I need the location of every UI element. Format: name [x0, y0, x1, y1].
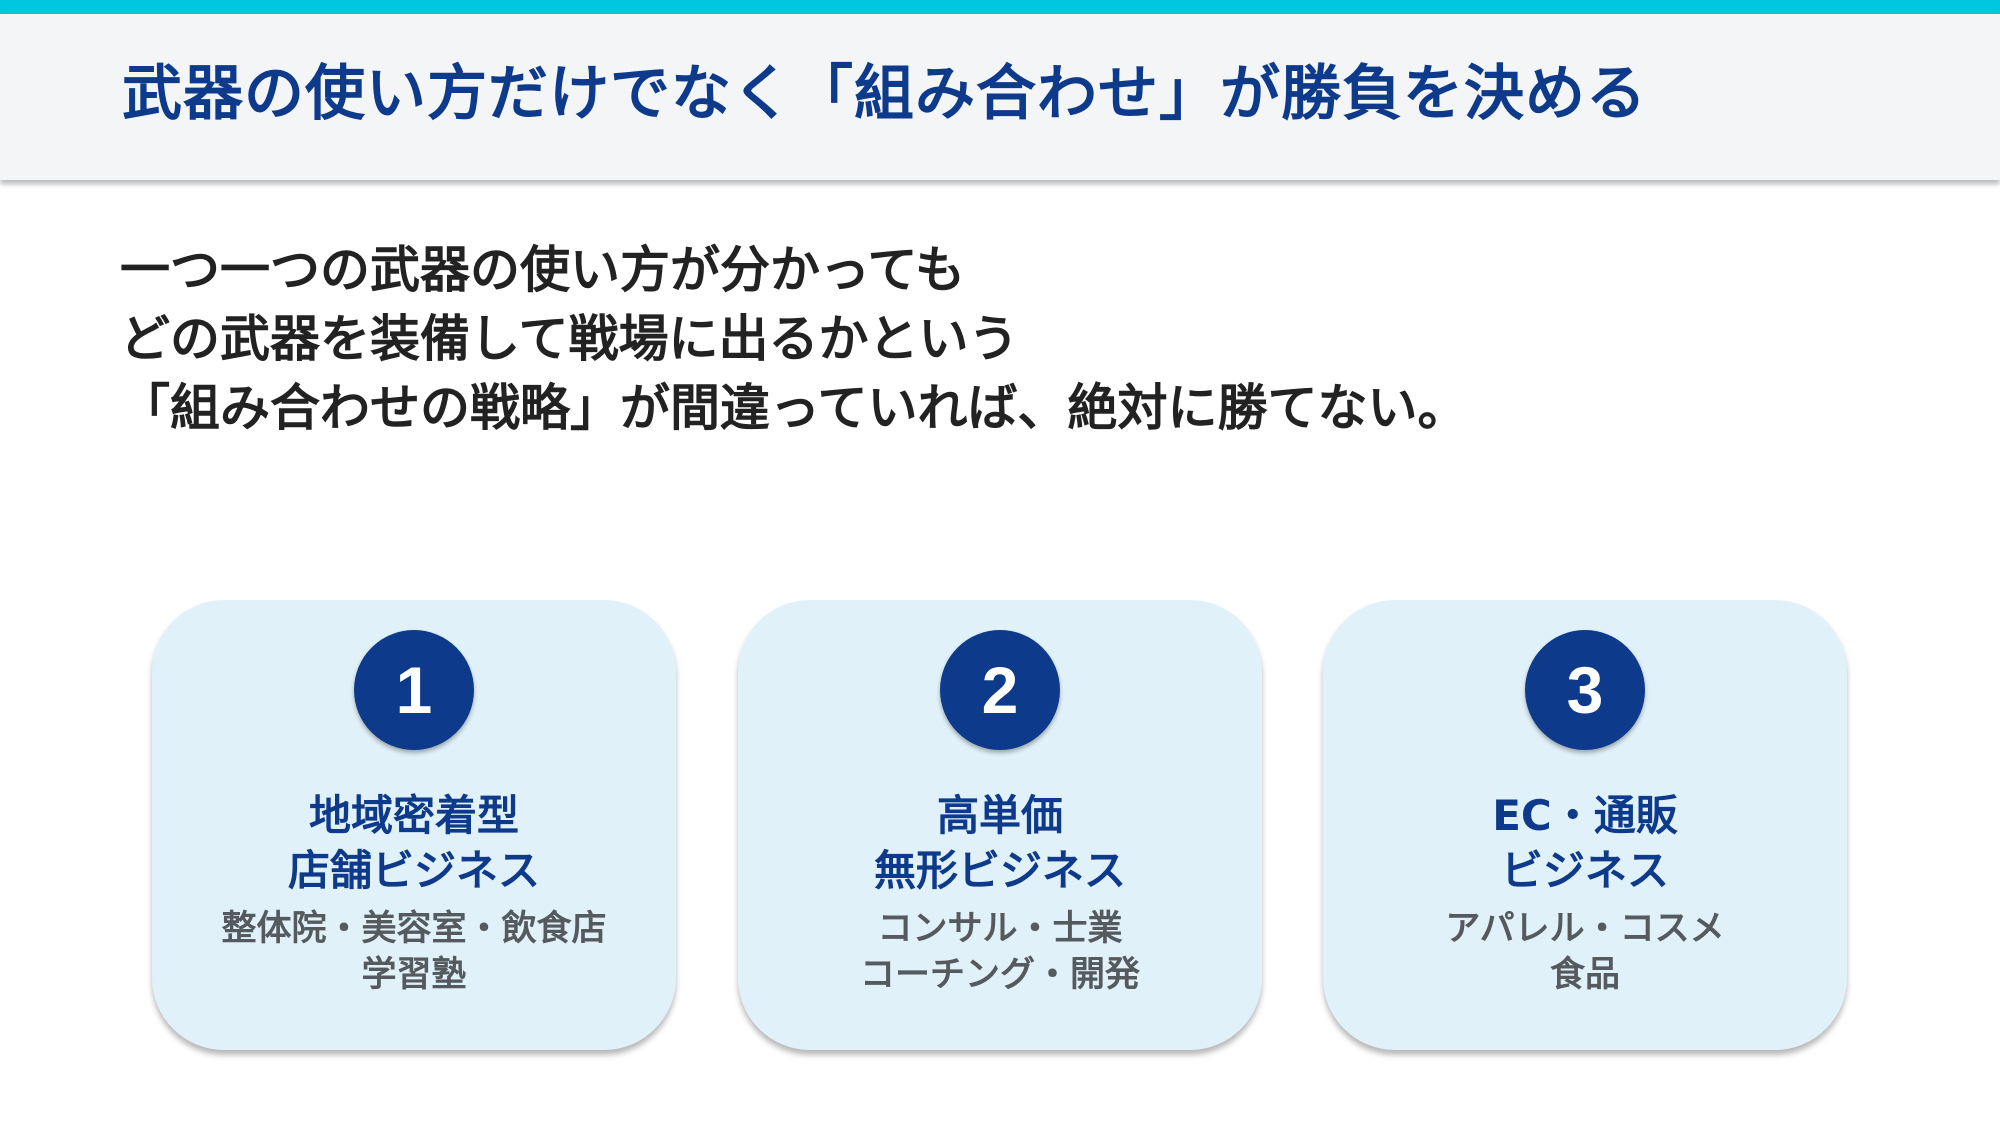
card-examples: コンサル・士業 コーチング・開発 — [738, 906, 1262, 998]
lead-paragraph: 一つ一つの武器の使い方が分かっても どの武器を装備して戦場に出るかという 「組み… — [120, 236, 1468, 443]
lead-line-2: どの武器を装備して戦場に出るかという — [120, 310, 1019, 368]
lead-line-1: 一つ一つの武器の使い方が分かっても — [120, 241, 965, 299]
card-title-line: 無形ビジネス — [873, 846, 1126, 895]
card-title: EC・通販 ビジネス — [1323, 788, 1847, 898]
card-title: 地域密着型 店舗ビジネス — [152, 788, 676, 898]
card-example-line: 整体院・美容室・飲食店 — [221, 909, 607, 949]
business-card-1: 1 地域密着型 店舗ビジネス 整体院・美容室・飲食店 学習塾 — [152, 600, 676, 1050]
lead-line-3: 「組み合わせの戦略」が間違っていれば、絶対に勝てない。 — [120, 379, 1468, 437]
card-example-line: 学習塾 — [361, 955, 467, 995]
card-example-line: コンサル・士業 — [877, 909, 1123, 949]
card-example-line: 食品 — [1549, 955, 1620, 995]
number-badge: 3 — [1525, 630, 1645, 750]
card-title-line: 店舗ビジネス — [287, 846, 540, 895]
card-title-line: 地域密着型 — [308, 791, 519, 840]
number-badge: 2 — [940, 630, 1060, 750]
card-title-line: ビジネス — [1500, 846, 1669, 895]
card-examples: 整体院・美容室・飲食店 学習塾 — [152, 906, 676, 998]
accent-bar — [0, 0, 2000, 14]
header-band: 武器の使い方だけでなく「組み合わせ」が勝負を決める — [0, 14, 2000, 180]
card-example-line: アパレル・コスメ — [1445, 909, 1725, 949]
card-example-line: コーチング・開発 — [859, 955, 1140, 995]
business-card-3: 3 EC・通販 ビジネス アパレル・コスメ 食品 — [1323, 600, 1847, 1050]
card-examples: アパレル・コスメ 食品 — [1323, 906, 1847, 998]
number-badge: 1 — [354, 630, 474, 750]
card-title: 高単価 無形ビジネス — [738, 788, 1262, 898]
page-title: 武器の使い方だけでなく「組み合わせ」が勝負を決める — [122, 59, 1647, 129]
card-title-line: EC・通販 — [1492, 791, 1678, 840]
card-title-line: 高単価 — [936, 791, 1063, 840]
business-card-2: 2 高単価 無形ビジネス コンサル・士業 コーチング・開発 — [738, 600, 1262, 1050]
